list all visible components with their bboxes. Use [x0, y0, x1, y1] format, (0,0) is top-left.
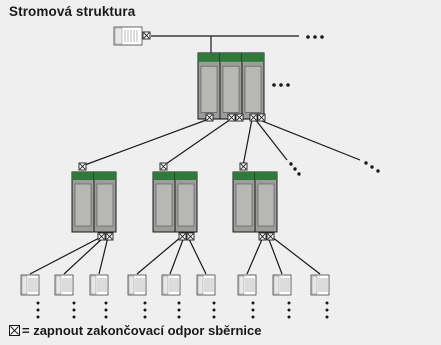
end-device — [127, 274, 147, 296]
terminator-icon — [227, 113, 236, 122]
terminator-icon — [9, 325, 20, 336]
terminator-icon — [239, 162, 248, 171]
bus-lines — [29, 35, 361, 275]
end-device — [272, 274, 292, 296]
sub-module-2 — [152, 162, 198, 241]
terminator-icon — [205, 113, 214, 122]
terminator-icon — [105, 232, 114, 241]
more-dots-vertical — [104, 301, 108, 319]
end-devices — [20, 274, 330, 319]
end-device — [237, 274, 257, 296]
terminator-icon — [178, 232, 187, 241]
legend-text: = zapnout zakončovací odpor sběrnice — [22, 323, 262, 338]
continuation-ellipses — [272, 35, 380, 176]
terminator-icon — [78, 162, 87, 171]
end-device — [310, 274, 330, 296]
more-dots-vertical — [36, 301, 40, 319]
sub-module-3 — [232, 162, 278, 241]
sub-module-1 — [71, 162, 117, 241]
more-dots-vertical — [287, 301, 291, 319]
diagram-title: Stromová struktura — [9, 4, 136, 19]
central-module — [197, 52, 266, 122]
more-dots-vertical — [143, 301, 147, 319]
more-dots-vertical — [72, 301, 76, 319]
more-dots-vertical — [177, 301, 181, 319]
end-device — [20, 274, 40, 296]
terminator-icon — [249, 113, 258, 122]
terminator-icon — [186, 232, 195, 241]
more-dots-vertical — [251, 301, 255, 319]
end-device — [89, 274, 109, 296]
more-dots-vertical — [325, 301, 329, 319]
terminator-icon — [257, 113, 266, 122]
end-device — [161, 274, 181, 296]
terminator-icon — [142, 31, 151, 40]
legend: = zapnout zakončovací odpor sběrnice — [9, 323, 261, 338]
end-device — [54, 274, 74, 296]
top-end-device — [113, 26, 151, 46]
terminator-icon — [97, 232, 106, 241]
terminator-icon — [258, 232, 267, 241]
terminator-icon — [159, 162, 168, 171]
terminator-icon — [235, 113, 244, 122]
end-device — [196, 274, 216, 296]
terminator-icon — [266, 232, 275, 241]
more-dots-vertical — [212, 301, 216, 319]
